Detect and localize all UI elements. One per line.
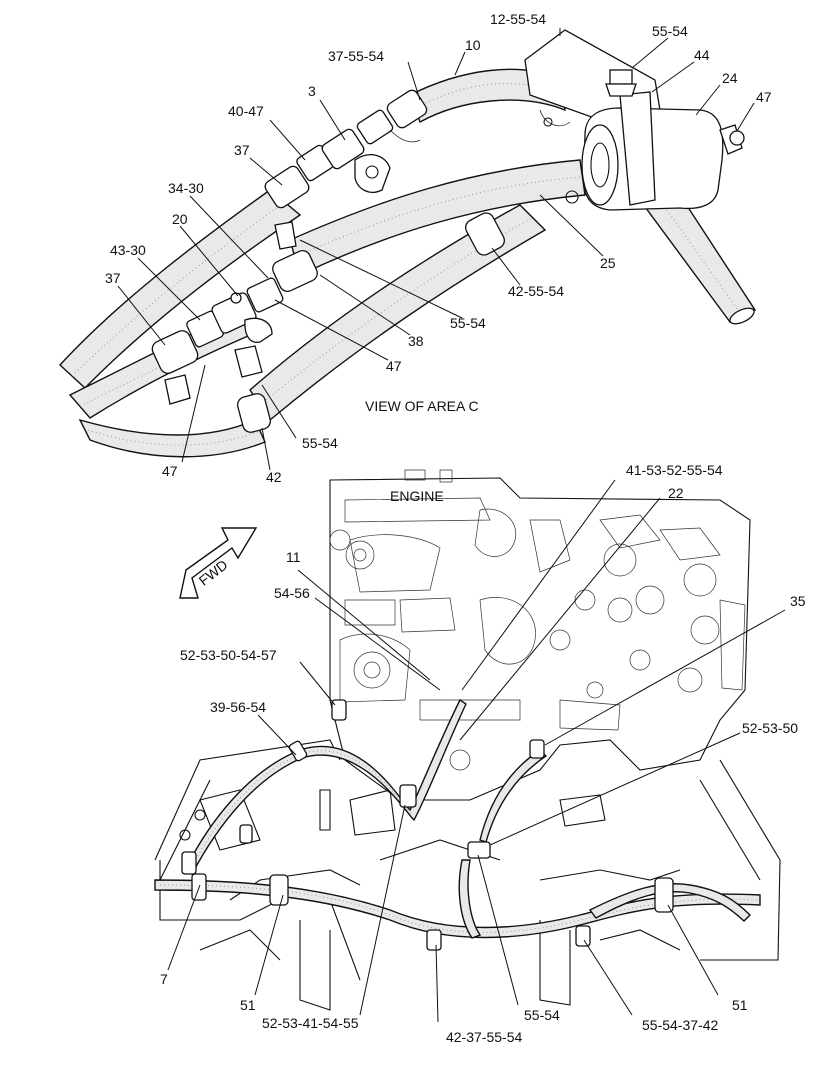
hose-outer-upper bbox=[59, 189, 302, 389]
callout-44: 44 bbox=[694, 47, 710, 63]
callout-25: 25 bbox=[600, 255, 616, 271]
line-clips bbox=[181, 699, 674, 951]
callout-52-53-50-54-57: 52-53-50-54-57 bbox=[180, 647, 277, 663]
callout-42-37-55-54: 42-37-55-54 bbox=[446, 1029, 522, 1045]
callout-34-30: 34-30 bbox=[168, 180, 204, 196]
callout-55-54-mid: 55-54 bbox=[450, 315, 486, 331]
chassis-frame bbox=[154, 739, 781, 1011]
fuel-filter-24 bbox=[524, 29, 745, 211]
hose-drain bbox=[638, 194, 757, 325]
callout-38: 38 bbox=[408, 333, 424, 349]
callout-37-b: 37 bbox=[105, 270, 121, 286]
callout-47-top: 47 bbox=[756, 89, 772, 105]
fitting-stack-lower bbox=[151, 221, 318, 405]
callout-40-47: 40-47 bbox=[228, 103, 264, 119]
callout-47-low: 47 bbox=[162, 463, 178, 479]
callout-3: 3 bbox=[308, 83, 316, 99]
fuel-line-right-riser bbox=[458, 749, 548, 939]
callout-20: 20 bbox=[172, 211, 188, 227]
callout-51-left: 51 bbox=[240, 997, 256, 1013]
callout-52-53-50: 52-53-50 bbox=[742, 720, 798, 736]
callout-35: 35 bbox=[790, 593, 806, 609]
callout-52-53-41-54-55: 52-53-41-54-55 bbox=[262, 1015, 359, 1031]
callout-55-54-top: 55-54 bbox=[652, 23, 688, 39]
area-c-detail: VIEW OF AREA C 12-55 bbox=[59, 11, 772, 485]
fitting-stack-upper bbox=[264, 89, 428, 209]
upper-leader-lines bbox=[117, 28, 755, 471]
hose-lower-diagonal bbox=[249, 204, 547, 422]
callout-43-30: 43-30 bbox=[110, 242, 146, 258]
callout-42: 42 bbox=[266, 469, 282, 485]
hose-25 bbox=[289, 159, 586, 276]
callout-37-a: 37 bbox=[234, 142, 250, 158]
fwd-arrow: FWD bbox=[179, 527, 258, 599]
lower-leader-lines bbox=[167, 479, 786, 1023]
callout-55-54-37-42: 55-54-37-42 bbox=[642, 1017, 718, 1033]
engine-block bbox=[329, 469, 751, 801]
callout-39-56-54: 39-56-54 bbox=[210, 699, 266, 715]
engine-label: ENGINE bbox=[390, 488, 444, 504]
callout-41-53-52-55-54: 41-53-52-55-54 bbox=[626, 462, 723, 478]
view-title: VIEW OF AREA C bbox=[365, 398, 479, 414]
callout-11: 11 bbox=[286, 549, 301, 565]
callout-22: 22 bbox=[668, 485, 684, 501]
callout-51-right: 51 bbox=[732, 997, 748, 1013]
callout-47-mid: 47 bbox=[386, 358, 402, 374]
engine-main-view: ENGINE bbox=[154, 462, 806, 1045]
hose-bottom-loop bbox=[78, 418, 266, 458]
callout-7: 7 bbox=[160, 971, 168, 987]
callout-42-55-54: 42-55-54 bbox=[508, 283, 564, 299]
callout-12-55-54: 12-55-54 bbox=[490, 11, 546, 27]
clamp-hose-42 bbox=[236, 393, 272, 433]
callout-37-55-54: 37-55-54 bbox=[328, 48, 384, 64]
callout-10: 10 bbox=[465, 37, 481, 53]
callout-55-54-bottom: 55-54 bbox=[524, 1007, 560, 1023]
callout-54-56: 54-56 bbox=[274, 585, 310, 601]
callout-55-54-low: 55-54 bbox=[302, 435, 338, 451]
callout-24: 24 bbox=[722, 70, 738, 86]
